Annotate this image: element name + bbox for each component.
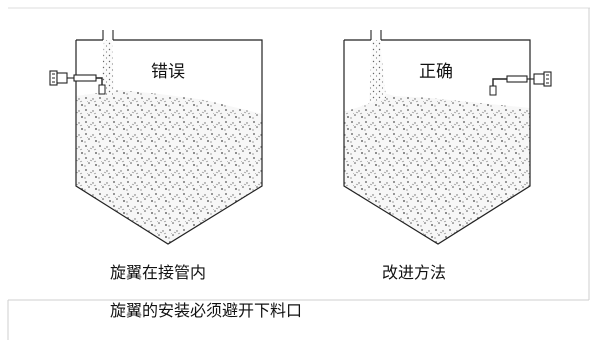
left-paddle-sensor <box>49 70 106 95</box>
right-silo-material <box>344 92 530 244</box>
left-silo-feed-stream <box>101 40 114 97</box>
right-paddle-sensor <box>489 71 552 96</box>
left-silo-material <box>76 90 262 244</box>
left-caption-line1: 旋翼在接管内 <box>110 263 206 282</box>
left-caption-line2: 旋翼的安装必须避开下料口 <box>110 301 302 320</box>
right-tank-label: 正确 <box>419 62 453 82</box>
right-silo-outline <box>343 39 531 245</box>
right-silo-feed-stream <box>369 40 386 104</box>
left-silo: 错误 <box>49 30 263 245</box>
right-caption: 改进方法 <box>382 263 446 282</box>
right-silo: 正确 <box>343 30 552 245</box>
left-tank-label: 错误 <box>151 62 185 82</box>
left-silo-outline <box>75 39 263 245</box>
